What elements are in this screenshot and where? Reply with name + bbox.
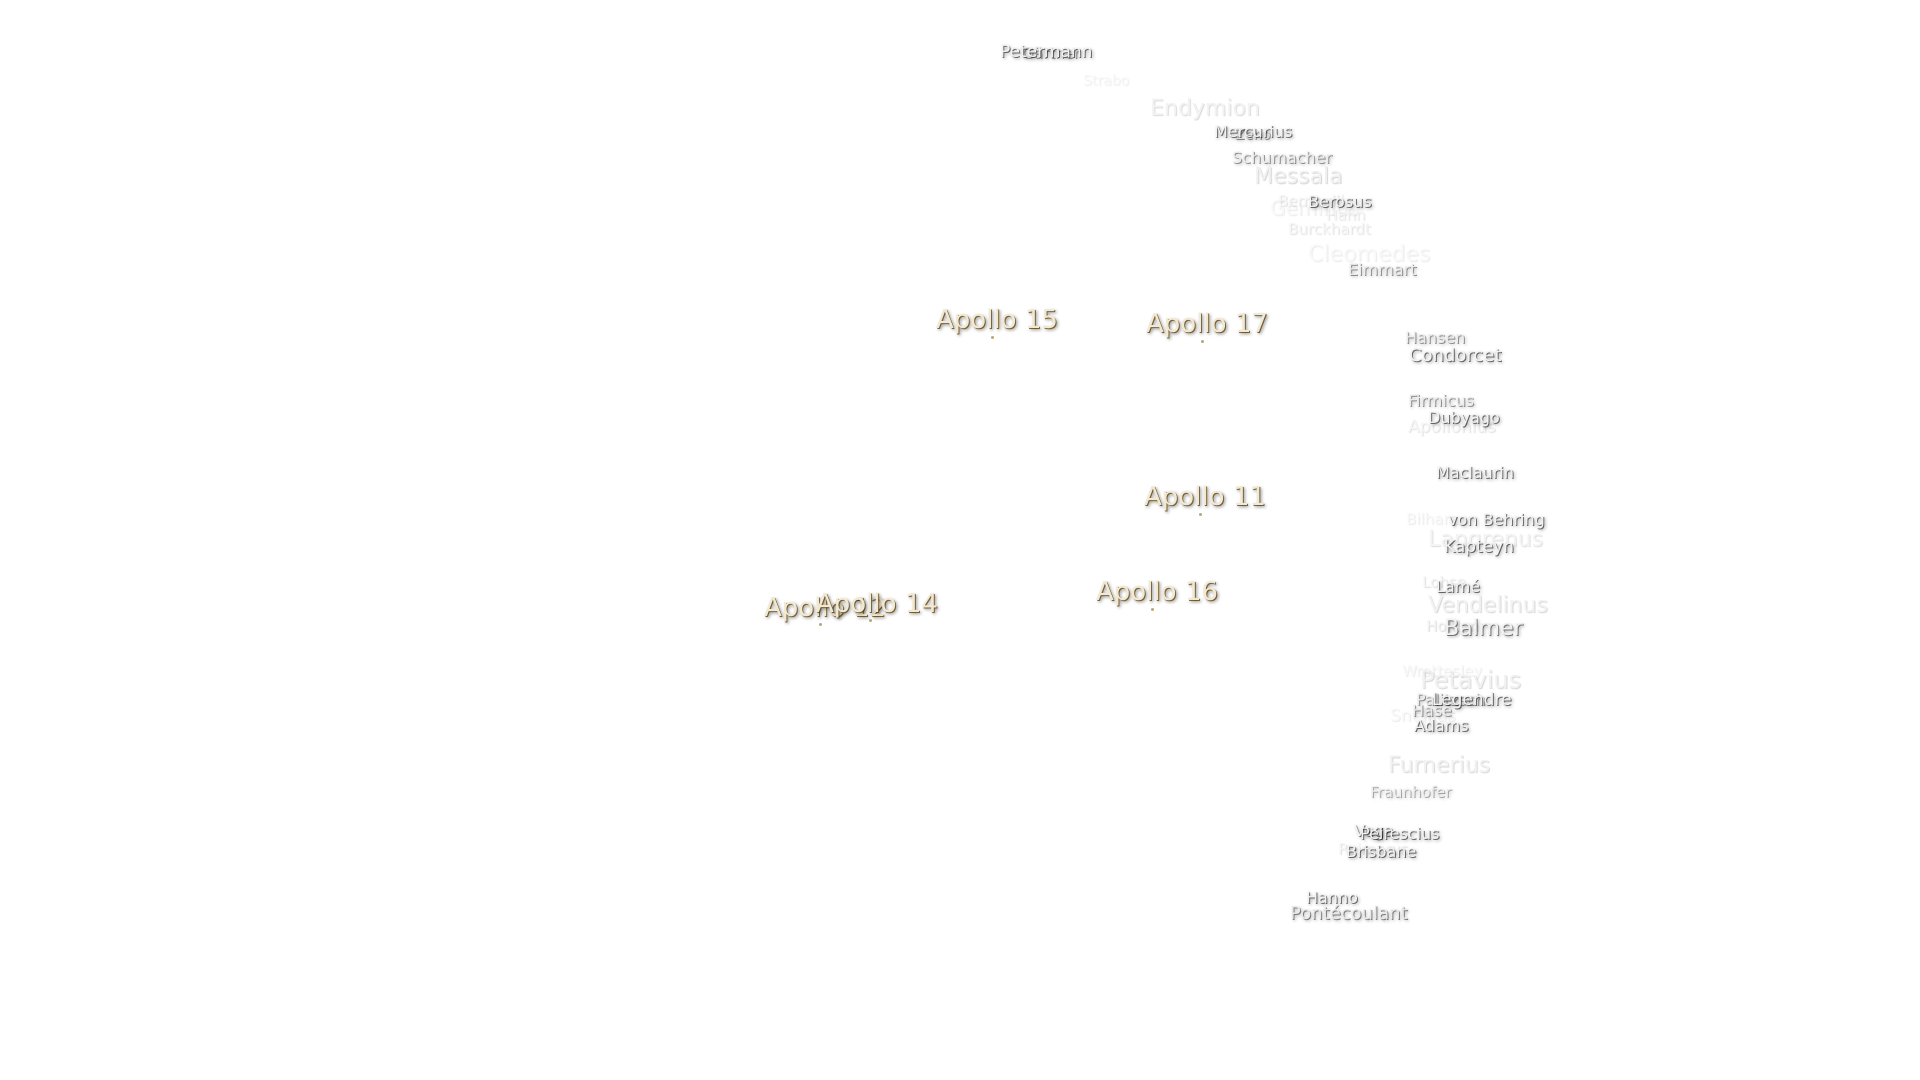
- landing-site-marker: [991, 336, 994, 339]
- crater-label[interactable]: Mercurius: [1214, 122, 1293, 141]
- crater-label[interactable]: Hanno: [1306, 888, 1358, 907]
- crater-label[interactable]: Berosus: [1308, 192, 1372, 211]
- crater-label[interactable]: Fraunhofer: [1370, 783, 1452, 801]
- crater-label[interactable]: Lohse: [1422, 573, 1466, 591]
- crater-label[interactable]: Eimmart: [1348, 260, 1417, 279]
- crater-label[interactable]: Strabo: [1083, 73, 1130, 89]
- crater-label[interactable]: Pontécoulant: [1290, 903, 1408, 924]
- apollo-label[interactable]: Apollo 16: [1096, 577, 1218, 607]
- crater-label[interactable]: Hansen: [1405, 328, 1466, 347]
- crater-label[interactable]: Apollonius: [1408, 417, 1496, 437]
- landing-site-marker: [869, 619, 872, 622]
- crater-label[interactable]: Brisbane: [1346, 842, 1417, 861]
- crater-label[interactable]: Gärtner: [1022, 44, 1080, 62]
- landing-site-marker: [819, 623, 822, 626]
- landing-site-marker: [1199, 513, 1202, 516]
- crater-label[interactable]: Furnerius: [1388, 753, 1491, 778]
- crater-label[interactable]: Petavius: [1420, 666, 1522, 694]
- crater-label[interactable]: Geminus: [1270, 196, 1359, 220]
- apollo-label[interactable]: Apollo 11: [1144, 482, 1266, 512]
- landing-site-marker: [1201, 340, 1204, 343]
- crater-label[interactable]: Schumacher: [1232, 148, 1332, 167]
- crater-label[interactable]: Kapteyn: [1444, 537, 1515, 557]
- crater-label[interactable]: Hahn: [1326, 206, 1366, 224]
- crater-label[interactable]: Zeno: [1235, 127, 1271, 143]
- crater-label[interactable]: Bilharz: [1406, 510, 1458, 528]
- apollo-label[interactable]: Apollo 14: [816, 589, 938, 619]
- crater-label[interactable]: Bernoulli: [1278, 192, 1345, 210]
- crater-label[interactable]: Palitzsch: [1416, 690, 1486, 709]
- crater-label[interactable]: Wrottesley: [1402, 662, 1483, 680]
- crater-label[interactable]: Lamé: [1436, 577, 1481, 596]
- apollo-label[interactable]: Apollo 17: [1146, 309, 1268, 339]
- crater-label[interactable]: Snellius: [1390, 706, 1456, 726]
- crater-label[interactable]: Balmer: [1444, 616, 1523, 641]
- crater-label[interactable]: Dubyago: [1428, 408, 1500, 427]
- crater-label[interactable]: Cleomedes: [1308, 242, 1431, 267]
- crater-label[interactable]: Burckhardt: [1288, 220, 1371, 238]
- crater-label[interactable]: Endymion: [1150, 96, 1260, 121]
- crater-label[interactable]: Langrenus: [1428, 527, 1544, 552]
- crater-label[interactable]: Maclaurin: [1436, 463, 1514, 482]
- apollo-label[interactable]: Apollo 15: [936, 305, 1058, 335]
- crater-label[interactable]: Messala: [1254, 164, 1343, 189]
- crater-label[interactable]: Hase: [1412, 701, 1453, 720]
- crater-label[interactable]: Peirescius: [1360, 824, 1440, 843]
- crater-label[interactable]: Firmicus: [1408, 391, 1475, 410]
- crater-label[interactable]: Reimarus: [1338, 840, 1409, 858]
- crater-label[interactable]: Adams: [1414, 716, 1469, 735]
- crater-label[interactable]: Vendelinus: [1428, 593, 1548, 618]
- landing-site-marker: [1151, 608, 1154, 611]
- crater-label[interactable]: Petermann: [1000, 42, 1093, 62]
- crater-label[interactable]: Legendre: [1432, 690, 1512, 710]
- crater-label[interactable]: von Behring: [1448, 510, 1545, 529]
- crater-label[interactable]: Condorcet: [1409, 345, 1502, 366]
- crater-label[interactable]: Holden: [1426, 617, 1479, 635]
- crater-label[interactable]: Vega: [1354, 821, 1394, 840]
- apollo-label[interactable]: Apollo 12: [764, 593, 886, 623]
